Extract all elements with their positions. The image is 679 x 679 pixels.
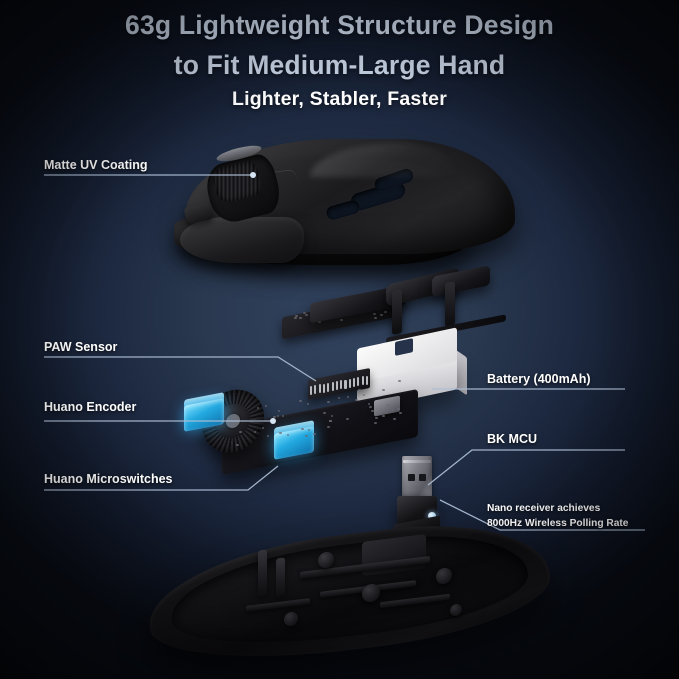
leader-dot-matte-uv-coating [250,172,256,178]
label-bk-mcu: BK MCU [487,432,537,446]
label-matte-uv-coating: Matte UV Coating [44,158,147,172]
label-paw-sensor: PAW Sensor [44,340,117,354]
leader-bk-mcu [428,450,625,485]
label-nano-receiver-line-2: 8000Hz Wireless Polling Rate [487,516,628,531]
label-huano-microswitches: Huano Microswitches [44,472,173,486]
label-huano-encoder: Huano Encoder [44,400,136,414]
leader-paw-sensor [44,357,316,381]
label-nano-receiver-line-1: Nano receiver achieves [487,501,600,516]
leader-dot-huano-encoder [270,418,276,424]
label-battery: Battery (400mAh) [487,372,591,386]
